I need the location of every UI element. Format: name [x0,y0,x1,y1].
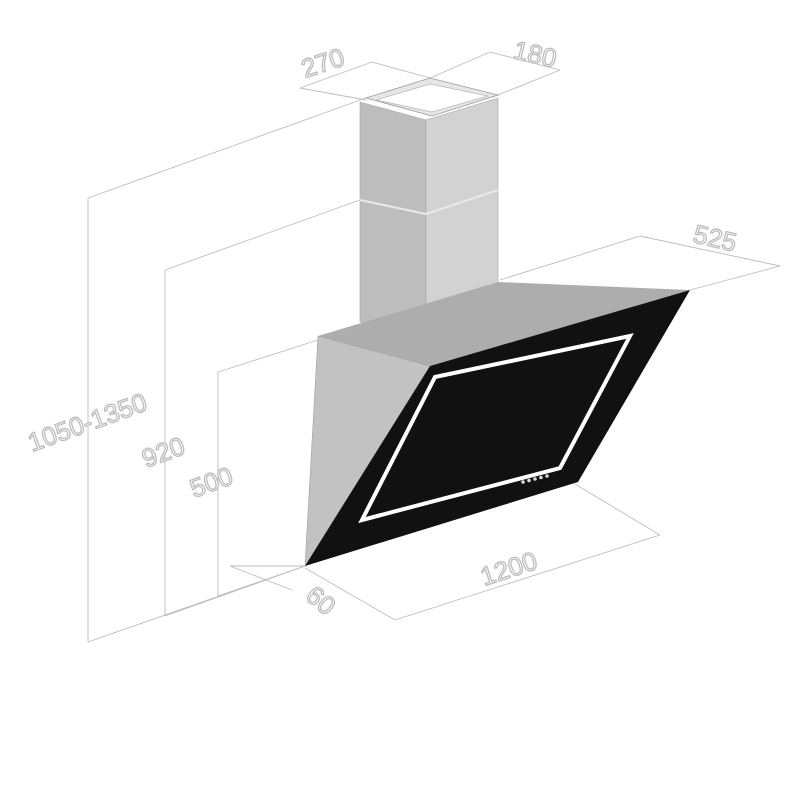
ext-line-500-bottom [217,565,306,597]
dim-line-60 [229,565,293,591]
ext-line-1200-a [304,567,396,621]
ext-line-270-a [299,87,367,101]
control-buttons [521,474,549,484]
chimney-seam-right [425,189,499,215]
chimney-left-face [359,101,427,336]
control-button [545,474,549,478]
ext-line-525-b [689,265,781,291]
dim-line-180 [489,51,561,71]
chimney [359,77,500,336]
control-button [533,477,537,481]
ext-line-525-a [499,235,641,281]
dim-line-1200 [394,534,661,621]
label-height-500: 500 [186,461,237,504]
ext-line-1200-b [574,483,661,536]
control-button [521,480,525,484]
ext-line-180-a [429,51,491,79]
ext-line-920-top [164,199,361,271]
ext-line-180-b [497,69,561,96]
glass-inner-panel [379,348,616,508]
dimension-lines [87,51,781,643]
label-height-920: 920 [138,431,189,474]
led-trim-frame [358,333,634,524]
hood-top-face [318,282,690,366]
ext-line-270-b [371,61,431,79]
ext-line-1050-top [87,97,367,199]
label-chimney-width: 270 [298,42,349,84]
chimney-seam-left [359,199,427,215]
label-width: 1200 [477,545,541,591]
chimney-inner-shadow [375,83,489,113]
ext-line-500-top [217,339,319,373]
dim-line-270 [299,61,373,89]
label-total-height: 1050-1350 [24,387,151,458]
dim-line-525 [639,235,781,267]
label-chimney-depth: 180 [511,35,560,74]
label-hood-depth: 525 [691,219,740,258]
control-button [527,478,531,483]
hood-body [304,282,690,567]
control-button [539,475,543,480]
